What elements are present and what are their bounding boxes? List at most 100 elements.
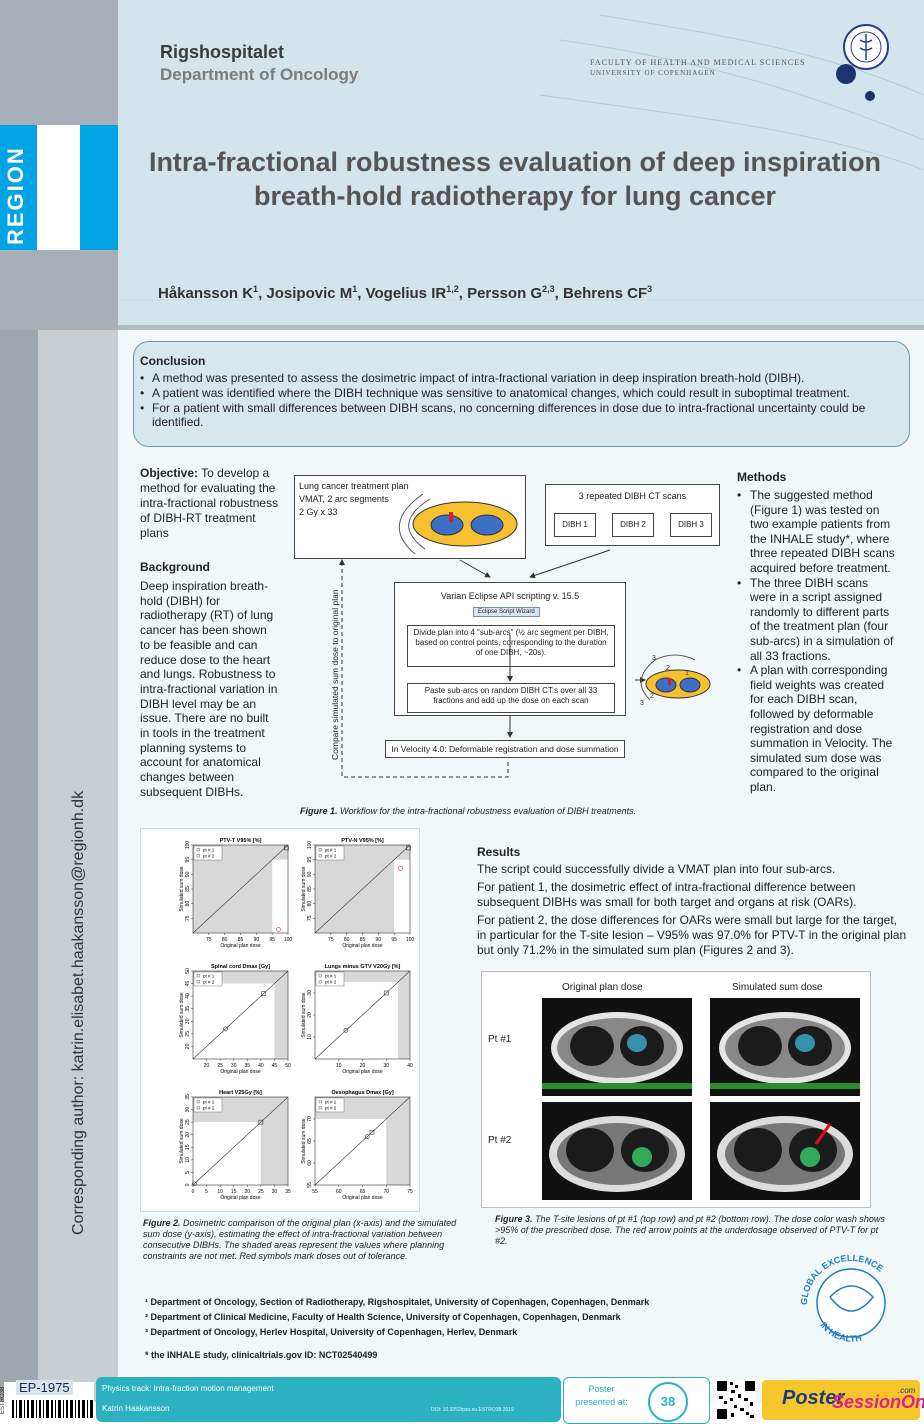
y-tick-label: 30	[185, 1018, 191, 1024]
identity-line	[314, 844, 411, 934]
doi-text: DOI: 10.3252/pso.eu.ESTRO38.2019	[431, 1407, 514, 1413]
methods-list: The suggested method (Figure 1) was test…	[737, 488, 897, 794]
x-axis-label: Original plan dose	[342, 1069, 383, 1075]
plan-line: VMAT, 2 arc segments	[299, 494, 389, 504]
identity-line	[314, 970, 411, 1060]
region-logo-bar-right	[80, 125, 118, 250]
plan-box: Lung cancer treatment plan VMAT, 2 arc s…	[294, 475, 526, 559]
conclusion-list: A method was presented to assess the dos…	[140, 371, 900, 430]
y-tick-label: 85	[307, 886, 313, 892]
x-tick-label: 10	[336, 1063, 342, 1069]
y-tick-label: 35	[185, 1006, 191, 1012]
data-point-pt2	[276, 927, 281, 932]
dibh-box: DIBH 1	[554, 513, 596, 537]
chart-title: Lungs minus GTV V20Gy [%]	[325, 964, 401, 970]
ct-title: 3 repeated DIBH CT scans	[578, 491, 687, 501]
data-point-pt1	[284, 845, 289, 851]
author-name: Håkansson K	[158, 285, 254, 302]
author-name: Josipovic M	[266, 285, 353, 302]
footer-track-bar: Physics track: Intra-fraction motion man…	[96, 1377, 561, 1422]
data-point-pt2	[343, 1028, 349, 1033]
legend-label: pt # 2	[325, 854, 337, 859]
y-axis-label: Simulated sum dose	[301, 866, 307, 912]
author-name: Behrens CF	[562, 285, 648, 302]
university-seal-icon	[843, 24, 889, 70]
y-tick-label: 95	[185, 857, 191, 863]
legend-label: pt # 1	[325, 1100, 337, 1105]
x-tick-label: 65	[360, 1189, 366, 1195]
figure2-caption-label: Figure 2.	[143, 1218, 181, 1228]
data-point-pt1	[369, 1129, 375, 1135]
legend-label: pt # 2	[203, 854, 215, 859]
legend-label: pt # 1	[325, 974, 337, 979]
y-axis-label: Simulated sum dose	[179, 1118, 185, 1164]
x-tick-label: 75	[328, 937, 334, 943]
legend-marker	[318, 854, 322, 858]
y-tick-label: 80	[307, 901, 313, 907]
plot-frame	[192, 1096, 289, 1186]
poster-label: Poster	[588, 1384, 615, 1394]
author-affiliation-sup: 2,3	[542, 284, 555, 294]
figure2-caption-text: Dosimetric comparison of the original pl…	[143, 1218, 457, 1261]
x-tick-label: 35	[285, 1189, 291, 1195]
results-paragraph: For patient 1, the dosimetric effect of …	[477, 880, 857, 909]
y-tick-label: 95	[307, 857, 313, 863]
legend-marker	[196, 1106, 200, 1110]
author-affiliation-sup: 1,2	[446, 284, 459, 294]
x-tick-label: 40	[258, 1063, 264, 1069]
legend-box	[193, 845, 223, 861]
inhale-note: * the INHALE study, clinicaltrials.gov I…	[145, 1350, 378, 1360]
background-title: Background	[140, 560, 211, 574]
y-tick-label: 15	[185, 1144, 191, 1150]
poster-presented-box: Poster presented at: 38	[563, 1377, 710, 1424]
fig3-col-label: Simulated sum dose	[732, 982, 823, 993]
dibh-box: DIBH 3	[670, 513, 712, 537]
step-paste: Paste sub-arcs on random DIBH CT:s over …	[407, 683, 615, 713]
legend-box	[315, 845, 345, 861]
x-tick-label: 20	[204, 1063, 210, 1069]
ct-image-pt1-simulated	[710, 998, 860, 1096]
legend-marker	[318, 1106, 322, 1110]
conference-code: ESTRO38	[0, 1386, 6, 1414]
x-tick-label: 95	[269, 937, 275, 943]
methods-title: Methods	[737, 470, 787, 484]
ct-image-pt1-original	[542, 998, 692, 1096]
figure1-caption-text: Workflow for the intra-fractional robust…	[337, 806, 637, 816]
y-tick-label: 85	[185, 886, 191, 892]
x-axis-label: Original plan dose	[342, 1195, 383, 1201]
author-separator: ,	[458, 285, 468, 302]
x-tick-label: 80	[344, 937, 350, 943]
y-tick-label: 45	[185, 981, 191, 987]
x-tick-label: 20	[245, 1189, 251, 1195]
x-tick-label: 75	[407, 1189, 413, 1195]
footer-code-box: EP-1975 ESTRO38	[0, 1380, 94, 1420]
brand-poster: Poster	[782, 1387, 845, 1409]
x-tick-label: 30	[272, 1189, 278, 1195]
lung-diagram-icon	[398, 494, 518, 555]
y-axis-label: Simulated sum dose	[179, 992, 185, 1038]
y-tick-label: 10	[307, 1034, 313, 1040]
y-tick-label: 75	[185, 915, 191, 921]
chart-title: PTV-N V95% [%]	[341, 838, 384, 844]
constraint-shade	[315, 971, 410, 982]
api-title: Varian Eclipse API scripting v. 15.5	[440, 591, 580, 601]
y-tick-label: 35	[185, 1094, 191, 1100]
results-paragraph: For patient 2, the dose differences for …	[477, 913, 907, 957]
header-band	[0, 0, 924, 330]
x-tick-label: 30	[231, 1063, 237, 1069]
y-tick-label: 65	[307, 1138, 313, 1144]
results-text: The script could successfully divide a V…	[477, 862, 907, 958]
author-separator: ,	[357, 285, 366, 302]
data-point-pt1	[261, 991, 266, 996]
y-tick-label: 5	[185, 1171, 191, 1174]
plot-frame	[192, 970, 289, 1060]
x-tick-label: 95	[391, 937, 397, 943]
author-affiliation-sup: 3	[647, 284, 653, 294]
subarc-diagram-icon: 3 2 1 3 2	[640, 654, 711, 707]
estro38-logo: 38	[648, 1382, 688, 1422]
region-logo-bar	[0, 125, 37, 250]
legend-marker	[196, 1100, 200, 1104]
arc-label: 3	[652, 655, 656, 662]
department-name: Department of Oncology	[160, 65, 359, 84]
objective-section: Objective: To develop a method for evalu…	[140, 466, 280, 541]
